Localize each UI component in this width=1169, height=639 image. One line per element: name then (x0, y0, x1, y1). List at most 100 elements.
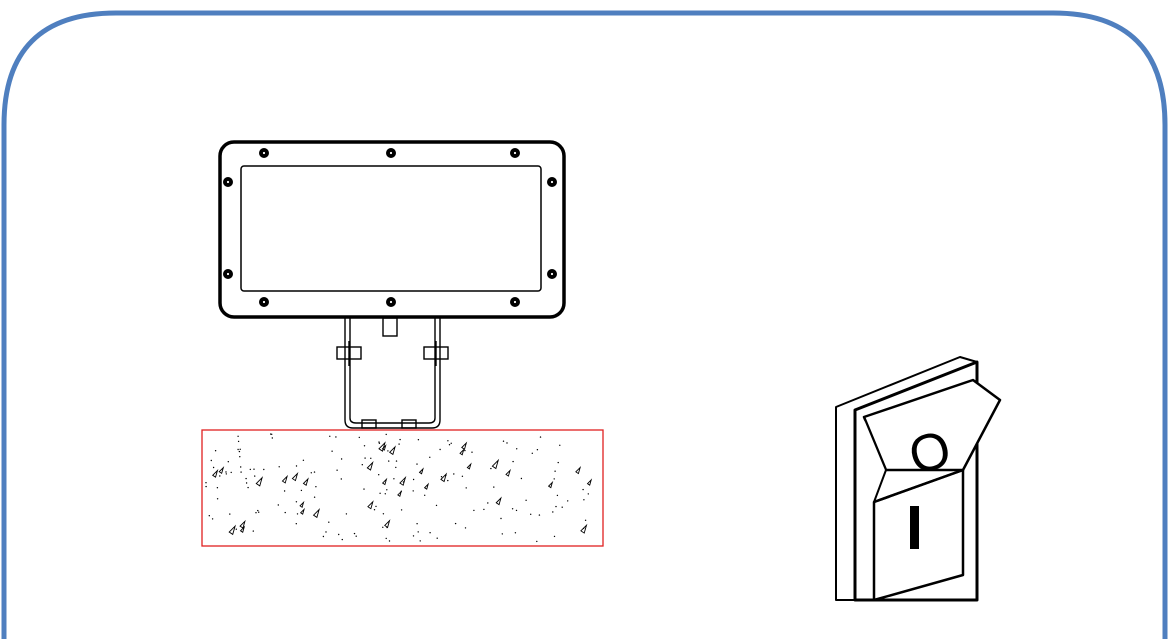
aggregate-stone (384, 519, 391, 529)
aggregate-dot (514, 532, 517, 534)
floodlight-icon (218, 140, 566, 429)
aggregate-dot (340, 478, 342, 480)
aggregate-dot (450, 442, 452, 444)
aggregate-dot (252, 530, 254, 532)
aggregate-dot (230, 471, 232, 474)
aggregate-dot (211, 518, 214, 520)
aggregate-dot (328, 521, 330, 523)
aggregate-dot (235, 528, 237, 530)
aggregate-stone (397, 490, 403, 498)
aggregate-dot (237, 440, 240, 443)
aggregate-dot (238, 450, 241, 453)
aggregate-dot (325, 531, 327, 533)
aggregate-stone (491, 458, 500, 470)
mounting-bracket (336, 317, 449, 429)
aggregate-dot (539, 436, 542, 438)
aggregate-dot (398, 443, 400, 445)
aggregate-dot (559, 444, 561, 446)
aggregate-dot (487, 502, 489, 504)
aggregate-dot (386, 489, 388, 491)
switch-on-label (910, 506, 919, 549)
aggregate-dot (531, 452, 533, 454)
aggregate-dot (387, 450, 389, 452)
aggregate-stone (495, 496, 502, 506)
aggregate-stone (381, 477, 388, 486)
aggregate-dot (584, 519, 587, 521)
aggregate-dot (587, 493, 589, 495)
aggregate-dot (258, 511, 260, 513)
aggregate-stone (466, 462, 472, 470)
aggregate-dot (554, 470, 556, 472)
aggregate-dot (257, 509, 259, 512)
aggregate-dot (329, 435, 331, 437)
aggregate-dot (247, 486, 249, 489)
switch-rocker-fold (863, 416, 887, 503)
aggregate-dot (283, 490, 286, 492)
aggregate-stone (281, 474, 289, 484)
aggregate-dot (395, 466, 397, 469)
screw-hole (549, 271, 555, 277)
screw-hole (388, 150, 394, 156)
screw-set (223, 148, 557, 307)
aggregate-dot (302, 459, 305, 461)
aggregate-dot (205, 485, 207, 488)
aggregate-stone (239, 525, 246, 533)
aggregate-dot (561, 506, 563, 508)
aggregate-dot (417, 531, 419, 533)
aggregate-dot (515, 509, 518, 512)
aggregate-dot (295, 465, 298, 467)
aggregate-dot (225, 473, 227, 475)
screw-hole (225, 179, 231, 185)
aggregate-dot (567, 500, 569, 502)
aggregate-dot (412, 478, 415, 481)
aggregate-dot (536, 540, 538, 543)
aggregate-dot (315, 486, 317, 488)
aggregate-dot (471, 451, 473, 453)
aggregate-dot (557, 461, 559, 464)
aggregate-dot (447, 440, 449, 442)
aggregate-dot (245, 482, 248, 484)
aggregate-dot (237, 435, 239, 437)
aggregate-stone (291, 471, 299, 482)
aggregate-dot (378, 474, 380, 476)
aggregate-dot (490, 467, 492, 470)
aggregate-dot (552, 511, 554, 513)
aggregate-dot (500, 517, 502, 520)
aggregate-dot (384, 493, 386, 495)
aggregate-dot (335, 436, 337, 438)
aggregate-dot (385, 433, 387, 436)
aggregate-stone (211, 468, 219, 478)
aggregate-dot (464, 449, 466, 452)
aggregate-dot (416, 463, 418, 465)
aggregate-stone (575, 465, 582, 475)
aggregate-dot (245, 477, 247, 480)
aggregate-dot (424, 494, 426, 496)
aggregate-dot (310, 472, 312, 474)
aggregate-dot (355, 535, 357, 537)
aggregate-dot (582, 488, 584, 491)
floodlight-lens (240, 165, 542, 292)
aggregate-dot (464, 527, 467, 529)
screw-hole (388, 299, 394, 305)
aggregate-dot (216, 498, 219, 500)
aggregate-stone (423, 482, 430, 490)
aggregate-dot (340, 458, 343, 460)
aggregate-stone (299, 507, 305, 515)
aggregate-dot (553, 535, 556, 538)
aggregate-dot (536, 449, 539, 451)
aggregate-stone (418, 467, 424, 475)
aggregate-dot (448, 444, 451, 446)
aggregate-dot (506, 442, 508, 444)
aggregate-dot (445, 474, 447, 477)
aggregate-dot (388, 460, 390, 462)
aggregate-dot (345, 513, 348, 515)
aggregate-dot (358, 436, 360, 439)
aggregate-dot (502, 440, 505, 442)
rounded-frame (1, 10, 1168, 639)
aggregate-dot (373, 509, 376, 511)
aggregate-dot (278, 466, 280, 468)
concrete-slab-outline (201, 429, 604, 547)
aggregate-dot (385, 537, 387, 540)
rocker-switch-icon[interactable]: O (835, 356, 1002, 602)
